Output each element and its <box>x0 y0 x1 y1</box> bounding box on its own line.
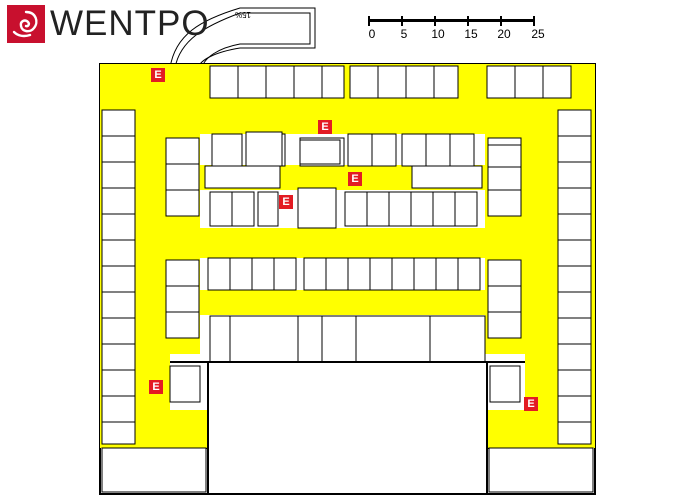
stair-cores <box>169 131 521 403</box>
scale-label-0: 0 <box>368 27 376 41</box>
scale-label-15: 15 <box>464 27 478 41</box>
bottom-wings <box>101 447 594 493</box>
scale-tick <box>500 16 502 26</box>
exit-marker[interactable]: E <box>151 68 165 82</box>
logo-mark-icon <box>7 5 45 43</box>
parking-bays-top <box>209 65 572 99</box>
central-lower-bays <box>207 257 481 291</box>
scale-tick <box>434 16 436 26</box>
scale-bar-line <box>368 19 534 22</box>
exit-marker[interactable]: E <box>318 120 332 134</box>
scale-tick <box>401 16 403 26</box>
logo-text: WENTPO <box>50 4 210 43</box>
scale-tick <box>467 16 469 26</box>
exit-marker[interactable]: E <box>149 380 163 394</box>
scale-label-25: 25 <box>531 27 545 41</box>
parking-bays-left <box>101 109 136 445</box>
parking-bays-inner-left <box>165 137 200 339</box>
exit-marker[interactable]: E <box>279 195 293 209</box>
ramp-slope-label: 15% <box>235 10 252 19</box>
central-middle-block <box>204 165 483 229</box>
scale-tick <box>368 16 370 26</box>
storage-units <box>209 315 486 363</box>
courtyard <box>207 361 488 495</box>
entrance-ramp <box>169 7 316 69</box>
logo: WENTPO <box>6 4 210 44</box>
exit-marker[interactable]: E <box>348 172 362 186</box>
parking-bays-inner-right <box>487 137 522 339</box>
scale-label-5: 5 <box>400 27 408 41</box>
exit-marker[interactable]: E <box>524 397 538 411</box>
parking-bays-right <box>557 109 592 445</box>
scale-label-20: 20 <box>497 27 511 41</box>
scale-bar: 0 5 10 15 20 25 <box>368 16 548 46</box>
scale-tick <box>533 16 535 26</box>
scale-label-10: 10 <box>431 27 445 41</box>
